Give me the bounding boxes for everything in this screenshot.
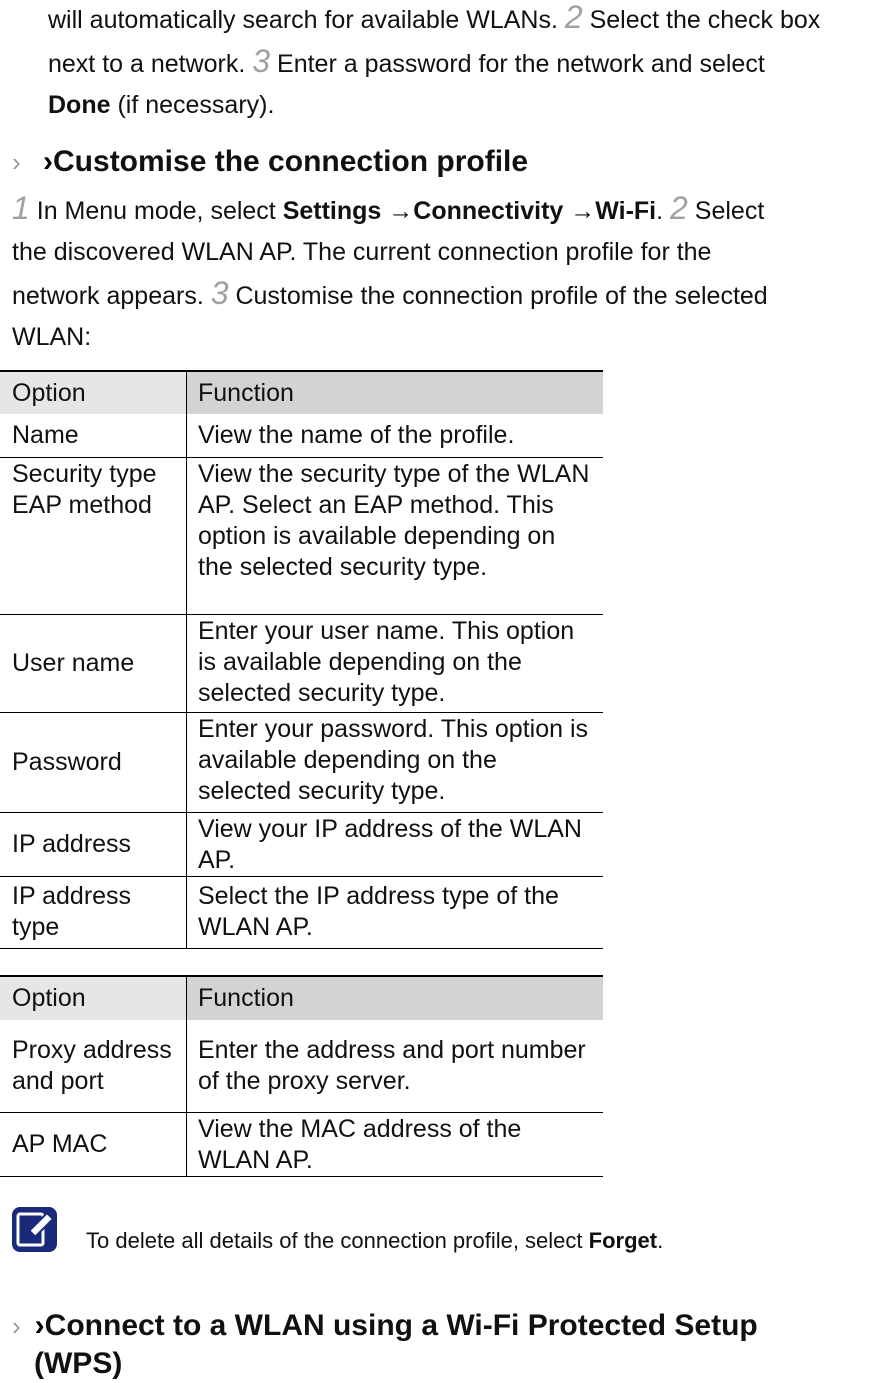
table-row: Password Enter your password. This optio… (0, 712, 603, 813)
chevron-right-bold-icon: › (43, 145, 54, 178)
options-table-1: Option Function Name View the name of th… (0, 370, 603, 949)
options-table-2: Option Function Proxy address and port E… (0, 975, 603, 1177)
option-cell: IP address (0, 812, 187, 877)
chevron-right-icon: › (12, 1311, 21, 1341)
header-function: Function (186, 371, 603, 414)
section1-line-1: 1 In Menu mode, select Settings →Connect… (12, 190, 765, 226)
option-cell: Password (0, 712, 187, 813)
table-row: User name Enter your user name. This opt… (0, 614, 603, 713)
function-cell: Select the IP address type of the WLAN A… (186, 876, 603, 949)
option-cell: AP MAC (0, 1112, 187, 1177)
option-cell: Proxy address and port (0, 1020, 187, 1113)
table-row: Name View the name of the profile. (0, 414, 603, 458)
section1-paragraph: 1 In Menu mode, select Settings →Connect… (12, 188, 768, 358)
function-cell: View the MAC address of the WLAN AP. (186, 1112, 603, 1177)
option-cell: Security type EAP method (0, 457, 187, 615)
option-cell: Name (0, 414, 187, 458)
intro-line-2: next to a network. 3 Enter a password fo… (48, 43, 765, 79)
intro-line-3: Done (if necessary). (48, 91, 275, 119)
section2-title-line-2: (WPS) (34, 1347, 123, 1380)
function-cell: View the security type of the WLAN AP. S… (186, 457, 603, 615)
option-cell: User name (0, 614, 187, 713)
function-cell: Enter your password. This option is avai… (186, 712, 603, 813)
section-heading-wps: ››Connect to a WLAN using a Wi-Fi Protec… (12, 1307, 758, 1383)
header-option: Option (0, 976, 187, 1020)
table-header-row: Option Function (0, 371, 603, 414)
section2-title-line-1: ››Connect to a WLAN using a Wi-Fi Protec… (12, 1309, 758, 1342)
table-row: Proxy address and port Enter the address… (0, 1020, 603, 1113)
step-number: 2 (564, 0, 583, 35)
table-header-row: Option Function (0, 976, 603, 1020)
intro-paragraph: will automatically search for available … (48, 0, 820, 126)
option-cell: IP address type (0, 876, 187, 949)
table-row: AP MAC View the MAC address of the WLAN … (0, 1112, 603, 1177)
step-number: 3 (210, 275, 229, 311)
header-option: Option (0, 371, 187, 414)
chevron-right-icon: › (12, 147, 21, 177)
chevron-right-bold-icon: › (34, 1309, 45, 1342)
table-row: IP address type Select the IP address ty… (0, 876, 603, 949)
header-function: Function (186, 976, 603, 1020)
function-cell: View your IP address of the WLAN AP. (186, 812, 603, 877)
step-number: 1 (12, 190, 30, 226)
function-cell: View the name of the profile. (186, 414, 603, 458)
step-number: 2 (670, 190, 688, 226)
section1-line-4: WLAN: (12, 323, 92, 351)
intro-line-1: will automatically search for available … (48, 0, 821, 35)
function-cell: Enter the address and port number of the… (186, 1020, 603, 1113)
table-row: IP address View your IP address of the W… (0, 812, 603, 877)
section1-line-3: network appears. 3 Customise the connect… (12, 275, 768, 311)
section-heading-customise: › ›Customise the connection profile (12, 145, 529, 178)
function-cell: Enter your user name. This option is ava… (186, 614, 603, 713)
section1-line-2: the discovered WLAN AP. The current conn… (12, 238, 712, 266)
step-number: 3 (252, 43, 271, 79)
note-pencil-icon (11, 1206, 58, 1253)
table-row: Security type EAP method View the securi… (0, 457, 603, 615)
note-text: To delete all details of the connection … (86, 1228, 664, 1253)
